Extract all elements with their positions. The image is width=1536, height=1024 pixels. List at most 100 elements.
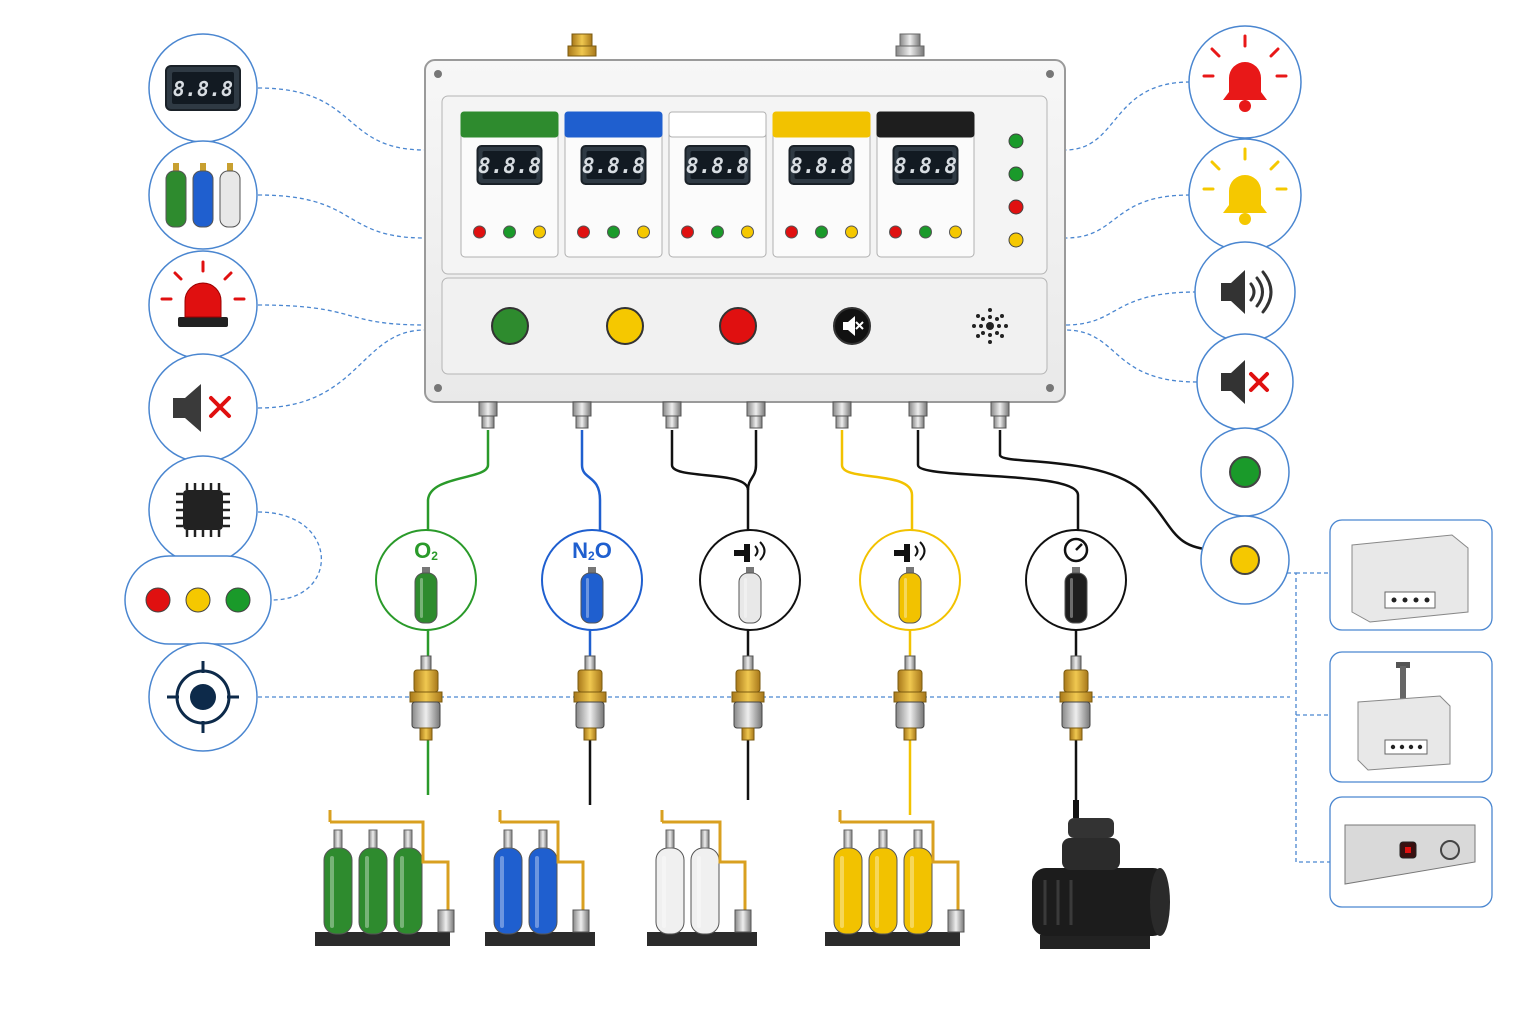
- display-readout: 8.8.8: [173, 77, 233, 101]
- pressure-sensor-5: [1059, 655, 1093, 741]
- gas-cylinder-icon: [738, 567, 762, 624]
- sensor-thread: [419, 727, 433, 741]
- target-crosshair: [167, 661, 239, 733]
- button-face[interactable]: [606, 307, 644, 345]
- cylinder-manifold-3: [647, 810, 757, 946]
- button-face[interactable]: [491, 307, 529, 345]
- status-led: [1008, 166, 1024, 182]
- pump-motor: [1032, 868, 1167, 936]
- channel-module-4: 8.8.8: [772, 111, 871, 258]
- light-dot: [1230, 545, 1260, 575]
- sensor-thread: [583, 727, 597, 741]
- cylinder-highlight: [1070, 578, 1073, 618]
- gauge-dial: [1063, 537, 1089, 563]
- display-screen: [586, 151, 641, 179]
- button-face[interactable]: [719, 307, 757, 345]
- device-led: [1408, 744, 1414, 750]
- grille-hole: [988, 340, 992, 344]
- gauge-needle: [1075, 543, 1083, 551]
- chip-pin: [176, 483, 230, 537]
- bell-body: [1223, 62, 1267, 100]
- cylinder-manifold-1: [315, 810, 455, 946]
- bell-rays: [1202, 147, 1288, 191]
- channel-module-1: 8.8.8: [460, 111, 559, 258]
- sensor-cable-entry: [584, 655, 596, 671]
- cylinder-highlight: [875, 856, 879, 928]
- bell-clapper: [1239, 100, 1251, 112]
- cylinder-highlight: [697, 856, 701, 928]
- bell-rays: [1202, 34, 1288, 78]
- module-led: [919, 225, 932, 239]
- module-led: [681, 225, 694, 239]
- speaker-shape: [1221, 270, 1245, 314]
- gland-nut: [662, 401, 682, 417]
- cable-gland: [746, 401, 766, 429]
- chip-pin: [176, 483, 230, 537]
- display-screen: [690, 151, 745, 179]
- module-led: [949, 225, 962, 239]
- gas-cylinder-icon: [1064, 567, 1088, 624]
- gland-body: [993, 415, 1007, 429]
- grille-hole: [1000, 334, 1004, 338]
- module-display: 8.8.8: [580, 145, 647, 185]
- manifold-cylinder: [493, 847, 523, 935]
- gland-body: [749, 415, 763, 429]
- status-led: [1008, 232, 1024, 248]
- sensor-body: [895, 701, 925, 729]
- plug-sound-icon: [894, 541, 926, 562]
- device-mast-top: [1396, 662, 1410, 668]
- cylinder-highlight: [365, 856, 369, 928]
- gas-node-3: [699, 529, 801, 631]
- bell-clapper: [1239, 213, 1251, 225]
- display-screen: [794, 151, 849, 179]
- sensor-cable-entry: [1070, 655, 1082, 671]
- cylinder-valve: [588, 567, 596, 573]
- green-circle-button[interactable]: [491, 307, 529, 345]
- yellow-circle-button[interactable]: [606, 307, 644, 345]
- sensor-cable-entry: [742, 655, 754, 671]
- grille-hole: [981, 317, 985, 321]
- grille-hole: [972, 324, 976, 328]
- cylinder-valve: [422, 567, 430, 573]
- sensor-body: [575, 701, 605, 729]
- manifold-cylinder: [903, 847, 933, 935]
- module-color-band: [460, 111, 559, 138]
- manifold-cylinder: [655, 847, 685, 935]
- grille-hole: [1004, 324, 1008, 328]
- module-led: [785, 225, 798, 239]
- plug-shape: [734, 544, 750, 562]
- cylinder-manifold-2: [485, 810, 595, 946]
- cylinder-valve: [538, 829, 548, 849]
- device-box: [1357, 695, 1451, 771]
- red-circle-button[interactable]: [719, 307, 757, 345]
- target-icon: [148, 642, 258, 752]
- speaker-grille: [972, 308, 1008, 344]
- icon-ring: [148, 353, 258, 463]
- sensor-thread: [1069, 727, 1083, 741]
- cylinder-valve: [843, 829, 853, 849]
- sensor-body: [1061, 701, 1091, 729]
- module-led: [607, 225, 620, 239]
- manifold-valve: [947, 909, 965, 933]
- gas-node-2: N2O: [541, 529, 643, 631]
- sensor-brass-nut: [1063, 669, 1089, 693]
- grille-hole: [981, 331, 985, 335]
- cylinder-body: [738, 572, 762, 624]
- device-led: [1417, 744, 1423, 750]
- cylinder-highlight: [910, 856, 914, 928]
- plug-shape: [894, 544, 910, 562]
- beacon-base: [178, 317, 228, 327]
- digital-display-icon: 8.8.8: [148, 33, 258, 143]
- sensor-body: [733, 701, 763, 729]
- module-led: [637, 225, 650, 239]
- module-color-band: [668, 111, 767, 138]
- cylinder-valve: [665, 829, 675, 849]
- gland-nut: [908, 401, 928, 417]
- channel-module-5: 8.8.8: [876, 111, 975, 258]
- manifold-base: [485, 932, 595, 946]
- cylinder-highlight: [330, 856, 334, 928]
- gland-body: [911, 415, 925, 429]
- mute-button[interactable]: [833, 307, 871, 345]
- module-color-band: [876, 111, 975, 138]
